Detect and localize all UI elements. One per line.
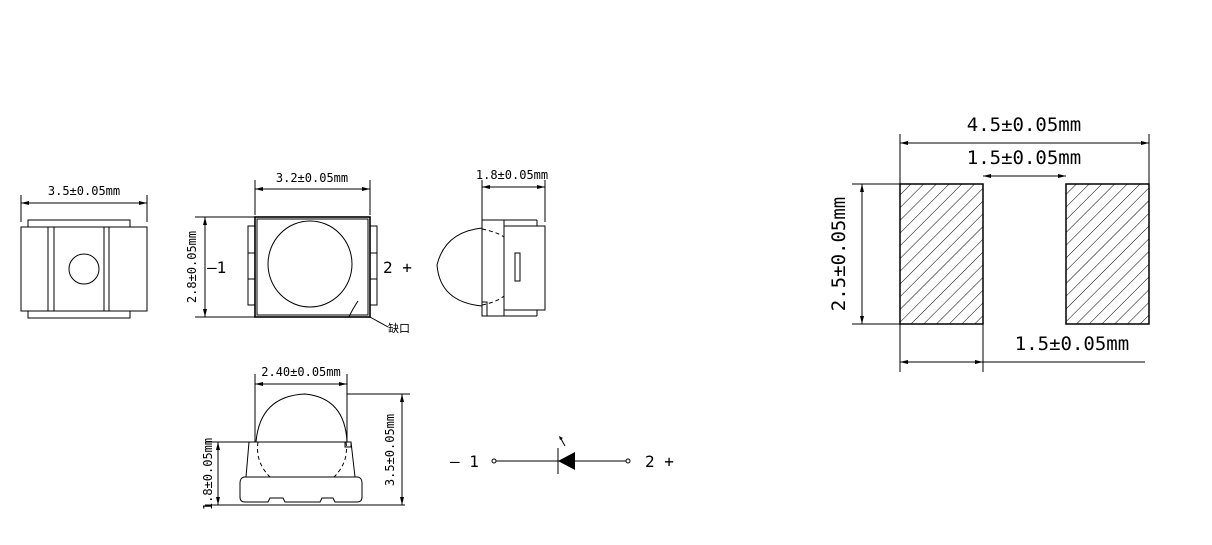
diode-schematic: — 1 2 + — [450, 436, 674, 474]
footprint-gap-label: 1.5±0.05mm — [967, 147, 1081, 169]
bottom-width-label: 3.5±0.05mm — [48, 184, 120, 198]
top-height-label: 2.8±0.05mm — [185, 231, 199, 303]
bottom-view: 3.5±0.05mm — [20, 184, 148, 319]
pin2-label: 2 + — [383, 258, 412, 277]
front-view: 2.40±0.05mm 1.8±0.05mm 3.5±0.05mm — [201, 365, 410, 510]
cathode-label: — 1 — [450, 452, 479, 471]
top-width-label: 3.2±0.05mm — [276, 171, 348, 185]
pad-right — [1065, 183, 1150, 325]
footprint: 4.5±0.05mm 1.5±0.05mm 2.5±0.05mm 1.5±0.0… — [828, 114, 1150, 372]
diode-triangle-icon — [558, 452, 575, 470]
top-view: 3.2±0.05mm 2.8±0.05mm —1 2 + 缺口 — [185, 171, 412, 335]
side-view: 1.8±0.05mm — [436, 168, 548, 317]
footprint-pad-width-label: 1.5±0.05mm — [1015, 333, 1129, 355]
footprint-height-label: 2.5±0.05mm — [828, 197, 850, 311]
anode-label: 2 + — [645, 452, 674, 471]
total-height-label: 3.5±0.05mm — [383, 414, 397, 486]
side-depth-label: 1.8±0.05mm — [476, 168, 548, 182]
pad-left — [899, 183, 984, 325]
footprint-total-width-label: 4.5±0.05mm — [967, 114, 1081, 136]
base-height-label: 1.8±0.05mm — [201, 438, 215, 510]
notch-label: 缺口 — [388, 321, 410, 335]
pin1-label: —1 — [207, 258, 226, 277]
lens-width-label: 2.40±0.05mm — [261, 365, 340, 379]
